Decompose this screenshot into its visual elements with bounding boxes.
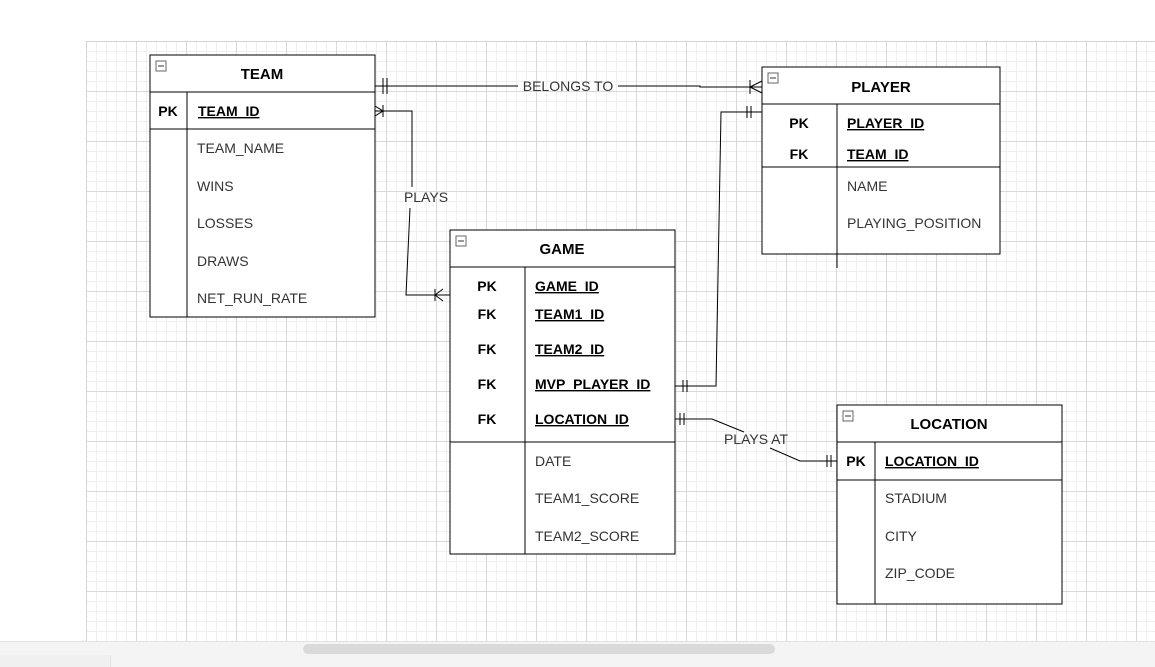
key-field: TEAM_ID	[198, 103, 259, 119]
attribute: TEAM1_SCORE	[535, 490, 639, 506]
attribute: NAME	[847, 178, 887, 194]
entity-team-frame	[149, 54, 376, 318]
attribute: STADIUM	[885, 490, 947, 506]
key-label: FK	[790, 146, 809, 162]
key-label: FK	[478, 411, 497, 427]
collapse-icon[interactable]	[155, 60, 167, 72]
entity-title: TEAM	[241, 66, 284, 83]
key-label: PK	[846, 453, 865, 469]
key-field: TEAM_ID	[847, 146, 908, 162]
relation-plays-at[interactable]: PLAYS AT	[675, 413, 837, 467]
collapse-icon[interactable]	[767, 72, 779, 84]
collapse-icon[interactable]	[455, 235, 467, 247]
attribute: TEAM2_SCORE	[535, 528, 639, 544]
key-field: LOCATION_ID	[535, 411, 629, 427]
entity-title: GAME	[540, 241, 585, 258]
key-label: PK	[477, 278, 496, 294]
key-label: FK	[478, 306, 497, 322]
entity-title: LOCATION	[910, 416, 987, 433]
attribute: LOSSES	[197, 215, 253, 231]
key-label: FK	[478, 341, 497, 357]
attribute: NET_RUN_RATE	[197, 290, 307, 306]
entity-game[interactable]: GAME PK GAME_ID FK TEAM1_ID FK TEAM2_ID …	[449, 229, 676, 555]
key-field: PLAYER_ID	[847, 115, 924, 131]
collapse-icon[interactable]	[842, 410, 854, 422]
attribute: DRAWS	[197, 253, 249, 269]
relation-label: PLAYS AT	[724, 431, 789, 447]
key-field: LOCATION_ID	[885, 453, 979, 469]
key-field: TEAM2_ID	[535, 341, 604, 357]
entity-location[interactable]: LOCATION PK LOCATION_ID STADIUM CITY ZIP…	[836, 404, 1063, 605]
horizontal-scrollbar-thumb[interactable]	[303, 644, 775, 654]
key-field: MVP_PLAYER_ID	[535, 376, 650, 392]
attribute: WINS	[197, 178, 234, 194]
entity-player[interactable]: PLAYER PK PLAYER_ID FK TEAM_ID NAME PLAY…	[761, 66, 1001, 268]
entity-player-frame	[761, 66, 1001, 255]
attribute: PLAYING_POSITION	[847, 215, 981, 231]
entity-title: PLAYER	[851, 79, 911, 96]
key-field: TEAM1_ID	[535, 306, 604, 322]
scrollbar-corner	[0, 655, 111, 667]
relation-belongs-to[interactable]: BELONGS TO	[375, 78, 763, 94]
key-label: PK	[158, 103, 177, 119]
relation-label: BELONGS TO	[523, 78, 614, 94]
attribute: TEAM_NAME	[197, 140, 284, 156]
relation-label: PLAYS	[404, 189, 448, 205]
key-label: PK	[789, 115, 808, 131]
relation-mvp-player[interactable]	[675, 106, 762, 392]
key-field: GAME_ID	[535, 278, 599, 294]
attribute: DATE	[535, 453, 571, 469]
key-label: FK	[478, 376, 497, 392]
relation-plays[interactable]: PLAYS	[374, 105, 450, 302]
entity-team[interactable]: TEAM PK TEAM_ID TEAM_NAME WINS LOSSES DR…	[149, 54, 376, 318]
entity-game-frame	[449, 229, 676, 555]
attribute: ZIP_CODE	[885, 565, 955, 581]
attribute: CITY	[885, 528, 918, 544]
